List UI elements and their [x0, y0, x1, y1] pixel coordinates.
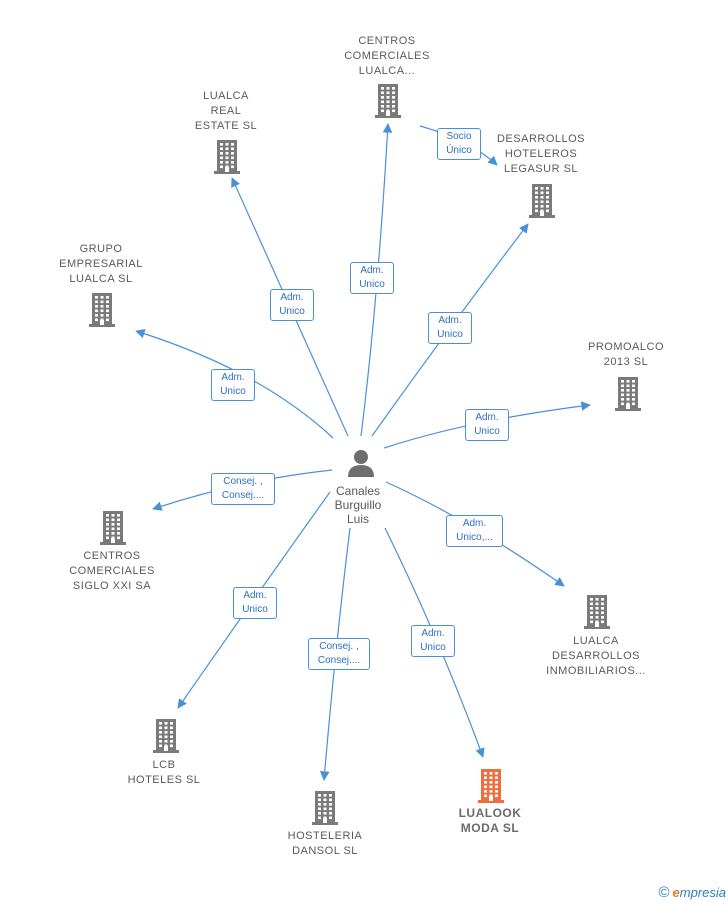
company-label-grupo-empresarial-lualca[interactable]: GRUPO EMPRESARIAL LUALCA SL: [59, 243, 143, 285]
edge-label-centros-comerciales-siglo-xxi[interactable]: Consej. , Consej....: [211, 473, 275, 505]
building-icon: [615, 377, 641, 411]
building-icon: [584, 595, 610, 629]
company-node-centros-comerciales-siglo-xxi[interactable]: [96, 509, 130, 545]
edge-label-hosteleria-dansol[interactable]: Consej. , Consej....: [308, 638, 370, 670]
company-label-centros-comerciales-siglo-xxi[interactable]: CENTROS COMERCIALES SIGLO XXI SA: [69, 550, 155, 592]
company-node-lcb-hoteles[interactable]: [149, 717, 183, 753]
company-label-desarrollos-hoteleros-legasur[interactable]: DESARROLLOS HOTELEROS LEGASUR SL: [496, 133, 586, 175]
building-icon: [153, 719, 179, 753]
company-label-centros-comerciales-lualca[interactable]: CENTROS COMERCIALES LUALCA...: [344, 35, 430, 77]
company-node-desarrollos-hoteleros-legasur[interactable]: [525, 182, 559, 218]
edge-label-lcb-hoteles[interactable]: Adm. Unico: [233, 587, 277, 619]
building-icon: [375, 84, 401, 118]
center-person-node[interactable]: [346, 448, 376, 478]
company-node-grupo-empresarial-lualca[interactable]: [85, 291, 119, 327]
edge-label-centros-comerciales-lualca[interactable]: Adm. Unico: [350, 262, 394, 294]
company-node-hosteleria-dansol[interactable]: [308, 789, 342, 825]
building-icon: [478, 769, 504, 803]
building-icon: [100, 511, 126, 545]
company-label-hosteleria-dansol[interactable]: HOSTELERIA DANSOL SL: [287, 830, 363, 857]
edge-label-grupo-empresarial-lualca[interactable]: Adm. Unico: [211, 369, 255, 401]
center-person-label: Canales Burguillo Luis: [334, 484, 382, 526]
company-node-lualook-moda[interactable]: [474, 767, 508, 803]
edge-label-lualook-moda[interactable]: Adm. Unico: [411, 625, 455, 657]
copyright-icon: ©: [658, 884, 670, 901]
edge-label-centros-comerciales-lualca-to-desarrollos-hoteleros-legasur[interactable]: Socio Único: [437, 128, 481, 160]
company-node-centros-comerciales-lualca[interactable]: [371, 82, 405, 118]
company-node-lualca-desarrollos-inmobiliarios[interactable]: [580, 593, 614, 629]
company-node-promoalco-2013[interactable]: [611, 375, 645, 411]
person-icon: [348, 450, 374, 477]
edge-label-promoalco-2013[interactable]: Adm. Unico: [465, 409, 509, 441]
building-icon: [312, 791, 338, 825]
edge-label-lualca-real-estate[interactable]: Adm. Unico: [270, 289, 314, 321]
company-label-lualca-real-estate[interactable]: LUALCA REAL ESTATE SL: [194, 90, 258, 132]
brand-logo: empresia: [672, 885, 726, 900]
company-label-lualook-moda[interactable]: LUALOOK MODA SL: [458, 806, 522, 835]
building-icon: [89, 293, 115, 327]
footer-brand: © empresia: [658, 884, 726, 901]
company-node-lualca-real-estate[interactable]: [210, 138, 244, 174]
edge-label-lualca-desarrollos-inmobiliarios[interactable]: Adm. Unico,...: [446, 515, 503, 547]
company-label-promoalco-2013[interactable]: PROMOALCO 2013 SL: [587, 341, 664, 368]
company-label-lualca-desarrollos-inmobiliarios[interactable]: LUALCA DESARROLLOS INMOBILIARIOS...: [546, 635, 646, 677]
edge-label-desarrollos-hoteleros-legasur[interactable]: Adm. Unico: [428, 312, 472, 344]
building-icon: [529, 184, 555, 218]
company-label-lcb-hoteles[interactable]: LCB HOTELES SL: [127, 759, 201, 786]
building-icon: [214, 140, 240, 174]
